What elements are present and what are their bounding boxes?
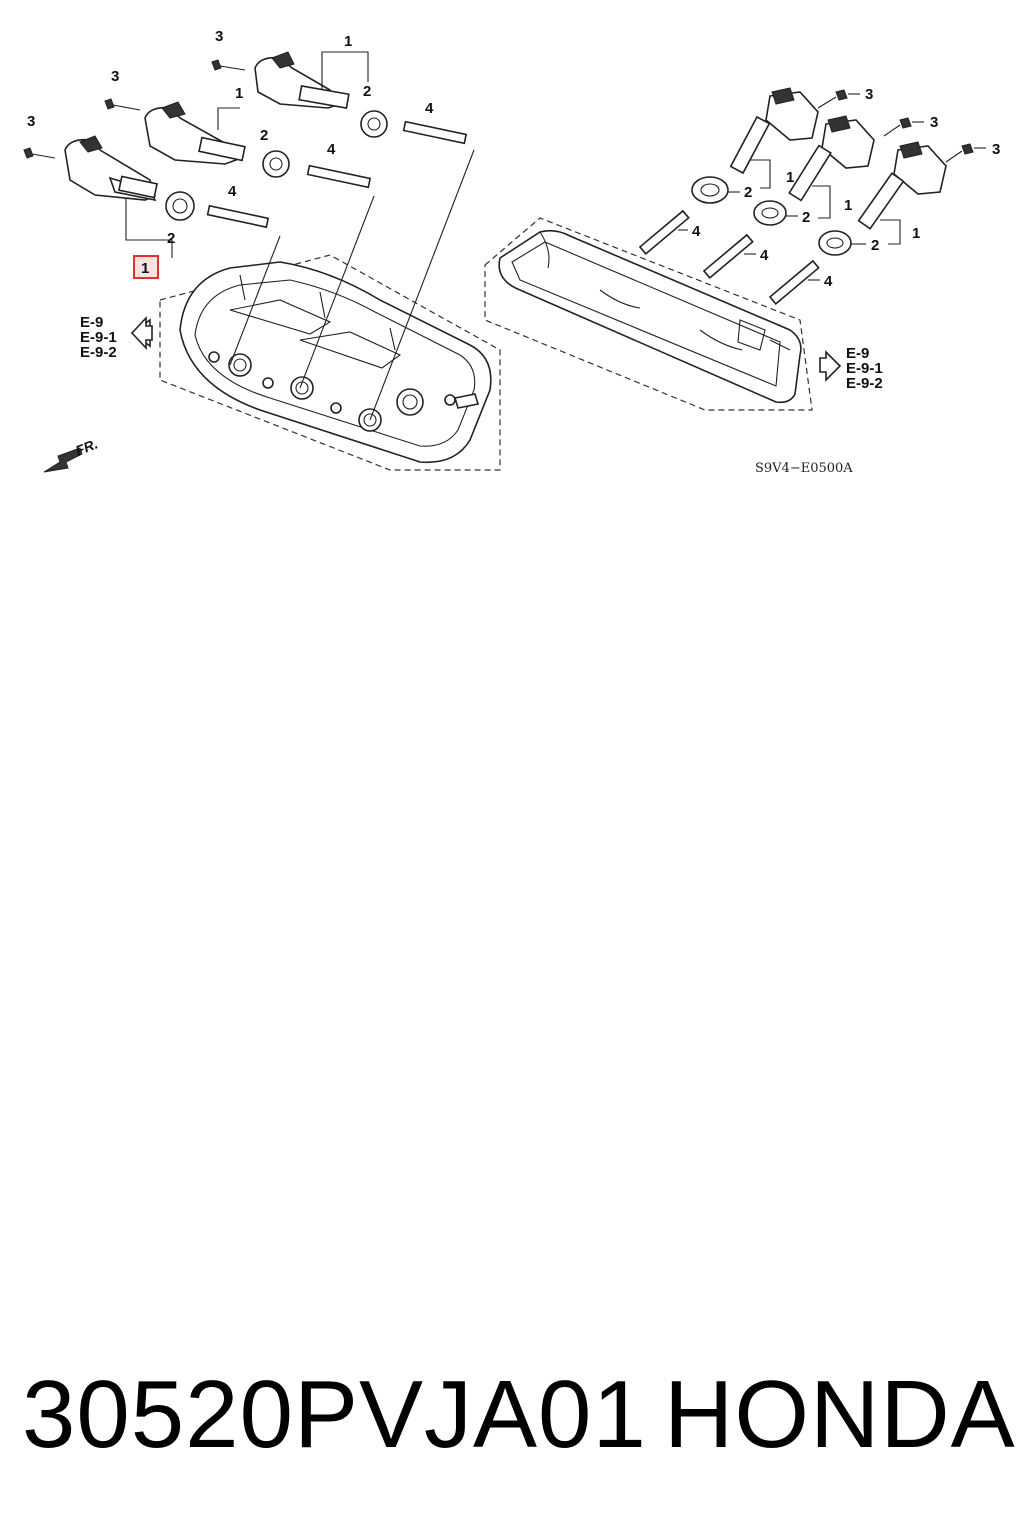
callout-1: 1 (844, 197, 852, 214)
leader-lines-left (125, 51, 475, 421)
brand-name: HONDA (664, 1361, 1016, 1468)
callouts-right: 3 3 3 1 1 1 2 2 2 4 4 4 (692, 86, 1000, 290)
callout-2: 2 (260, 127, 268, 144)
callout-1: 1 (235, 85, 243, 102)
callout-3: 3 (992, 141, 1000, 158)
highlighted-callout[interactable]: 1 (133, 255, 159, 279)
callout-3: 3 (930, 114, 938, 131)
highlighted-callout-1: 1 (141, 260, 149, 277)
front-label: FR. (73, 435, 100, 458)
callout-3: 3 (865, 86, 873, 103)
callout-4: 4 (824, 273, 833, 290)
callout-4: 4 (327, 141, 336, 158)
seal-left-group (165, 110, 388, 221)
callout-2: 2 (871, 237, 879, 254)
ignition-coil-middle-right (788, 115, 875, 202)
callouts-left: 3 3 3 1 1 2 2 2 4 4 4 (27, 28, 434, 247)
ref-right-e9-1: E-9-1 (846, 360, 883, 377)
callout-4: 4 (425, 100, 434, 117)
callout-3: 3 (27, 113, 35, 130)
leader-lines-right (678, 93, 986, 281)
ref-arrow-right[interactable]: E-9 E-9-1 E-9-2 (819, 345, 883, 392)
diagram-code: S9V4−E0500A (755, 461, 853, 476)
ref-right-e9: E-9 (846, 345, 869, 362)
bolt-left-group (23, 59, 246, 159)
callout-1: 1 (786, 169, 794, 186)
ref-left-e9: E-9 (80, 314, 103, 331)
ignition-coil-rear-left (254, 51, 350, 109)
bolt-right-group (817, 89, 974, 163)
seal-right-group (691, 176, 852, 256)
spark-plug-left-group (206, 120, 468, 229)
left-head-cover (159, 254, 501, 471)
part-number: 30520PVJA01 (22, 1361, 647, 1468)
callout-2: 2 (167, 230, 175, 247)
front-direction-indicator: FR. (43, 435, 100, 473)
ignition-coil-rear-right (729, 87, 819, 175)
ref-left-e9-1: E-9-1 (80, 329, 117, 346)
callout-4: 4 (760, 247, 769, 264)
ref-right-e9-2: E-9-2 (846, 375, 883, 392)
ignition-coil-middle-left (144, 101, 246, 165)
ref-arrow-left[interactable]: E-9 E-9-1 E-9-2 (80, 314, 153, 361)
callout-2: 2 (802, 209, 810, 226)
callout-2: 2 (744, 184, 752, 201)
ignition-coil-front-left (64, 135, 159, 202)
callout-1: 1 (912, 225, 920, 242)
parts-diagram: 3 3 3 1 1 2 2 2 4 4 4 1 E-9 E-9-1 E-9-2 … (23, 28, 1000, 476)
callout-1: 1 (344, 33, 352, 50)
ignition-coil-front-right (857, 141, 947, 230)
footer: 30520PVJA01 HONDA (0, 1360, 1024, 1480)
callout-4: 4 (228, 183, 237, 200)
ref-left-e9-2: E-9-2 (80, 344, 117, 361)
spark-plug-right-group (638, 209, 820, 305)
callout-3: 3 (215, 28, 223, 45)
right-head-cover (484, 217, 813, 411)
callout-3: 3 (111, 68, 119, 85)
callout-2: 2 (363, 83, 371, 100)
callout-4: 4 (692, 223, 701, 240)
